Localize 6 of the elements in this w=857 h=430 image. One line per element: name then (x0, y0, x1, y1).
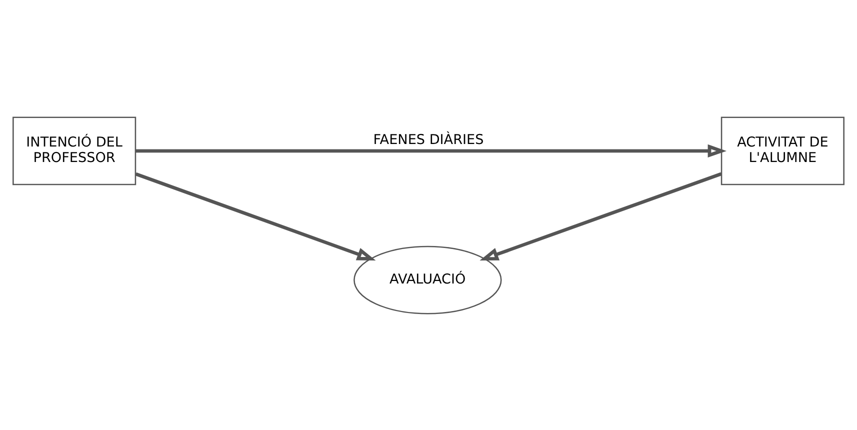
arrow (136, 144, 727, 157)
node-box: INTENCIÓ DEL PROFESSOR (12, 116, 136, 185)
node-box: ACTIVITAT DE L'ALUMNE (720, 116, 844, 185)
arrow (135, 172, 376, 260)
arrow (480, 172, 722, 260)
edge-label: FAENES DIÀRIES (373, 131, 484, 148)
